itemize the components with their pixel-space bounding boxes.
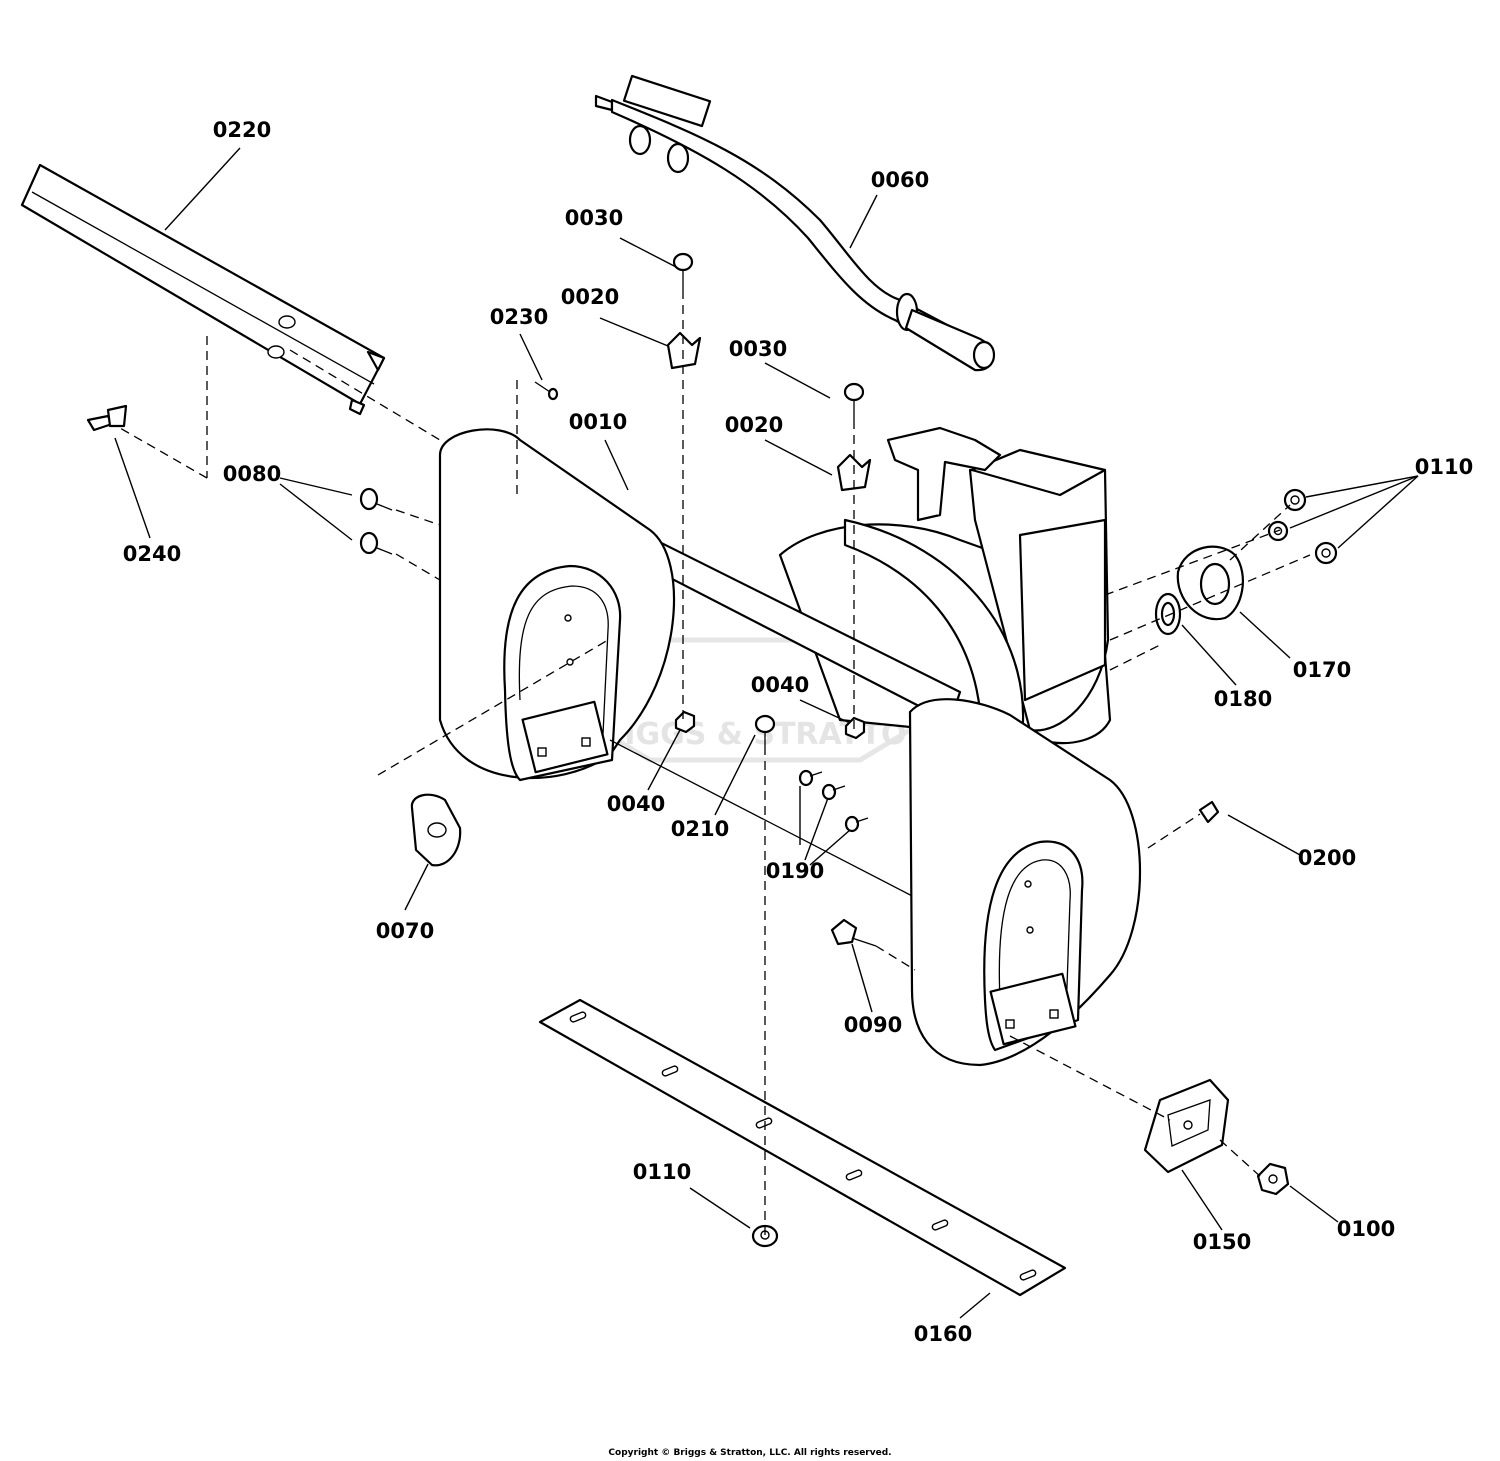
callout-0150: 0150 — [1193, 1230, 1251, 1254]
callout-0100: 0100 — [1337, 1217, 1395, 1241]
part-0070-skid[interactable] — [410, 793, 462, 867]
part-0200-plug[interactable] — [1198, 800, 1220, 824]
copyright-notice: Copyright © Briggs & Stratton, LLC. All … — [608, 1448, 891, 1458]
callout-0230: 0230 — [490, 305, 548, 329]
callout-0040-right: 0040 — [751, 673, 809, 697]
callout-0200: 0200 — [1298, 846, 1356, 870]
callout-0040-left: 0040 — [607, 792, 665, 816]
part-0040-hex-nuts[interactable] — [674, 710, 866, 740]
part-0080-bolts[interactable] — [359, 487, 393, 555]
callout-0220: 0220 — [213, 118, 271, 142]
part-0060-crank-rod[interactable] — [594, 74, 996, 372]
part-0110-flange-nuts[interactable] — [1267, 488, 1338, 565]
callout-0180: 0180 — [1214, 687, 1272, 711]
part-0170-bearing-flange[interactable] — [1176, 545, 1244, 621]
part-0230-screw[interactable] — [534, 381, 559, 401]
part-0180-bearing[interactable] — [1154, 592, 1182, 636]
leader-lines — [114, 147, 1419, 1319]
callout-0110-right: 0110 — [1415, 455, 1473, 479]
callout-0030-top: 0030 — [565, 206, 623, 230]
callout-0020-top: 0020 — [561, 285, 619, 309]
callout-0020-right: 0020 — [725, 413, 783, 437]
callout-0110-bottom: 0110 — [633, 1160, 691, 1184]
callout-0090: 0090 — [844, 1013, 902, 1037]
part-0220-bar[interactable] — [20, 163, 386, 416]
callout-0170: 0170 — [1293, 658, 1351, 682]
callout-0190: 0190 — [766, 859, 824, 883]
callout-0210: 0210 — [671, 817, 729, 841]
part-0150-skid-shoe[interactable] — [1143, 1078, 1230, 1174]
callout-0010: 0010 — [569, 410, 627, 434]
callout-0030-right: 0030 — [729, 337, 787, 361]
callout-labels: 0220 0060 0030 0020 0230 0030 0010 0020 … — [123, 118, 1473, 1346]
part-0240-wing-nut[interactable] — [86, 404, 128, 432]
assembly-lines — [119, 290, 1311, 1236]
callout-0070: 0070 — [376, 919, 434, 943]
part-0030-screws[interactable] — [672, 252, 865, 420]
part-0190-bolts[interactable] — [798, 769, 869, 833]
callout-0160: 0160 — [914, 1322, 972, 1346]
part-0160-scraper-bar[interactable] — [538, 998, 1067, 1297]
part-0100-nut[interactable] — [1256, 1162, 1290, 1196]
callout-0240: 0240 — [123, 542, 181, 566]
part-0210-carriage-bolt[interactable] — [754, 714, 776, 746]
callout-0060: 0060 — [871, 168, 929, 192]
callout-0080: 0080 — [223, 462, 281, 486]
part-0010-housing[interactable] — [438, 426, 1142, 1067]
part-0090-bolt[interactable] — [830, 918, 877, 947]
